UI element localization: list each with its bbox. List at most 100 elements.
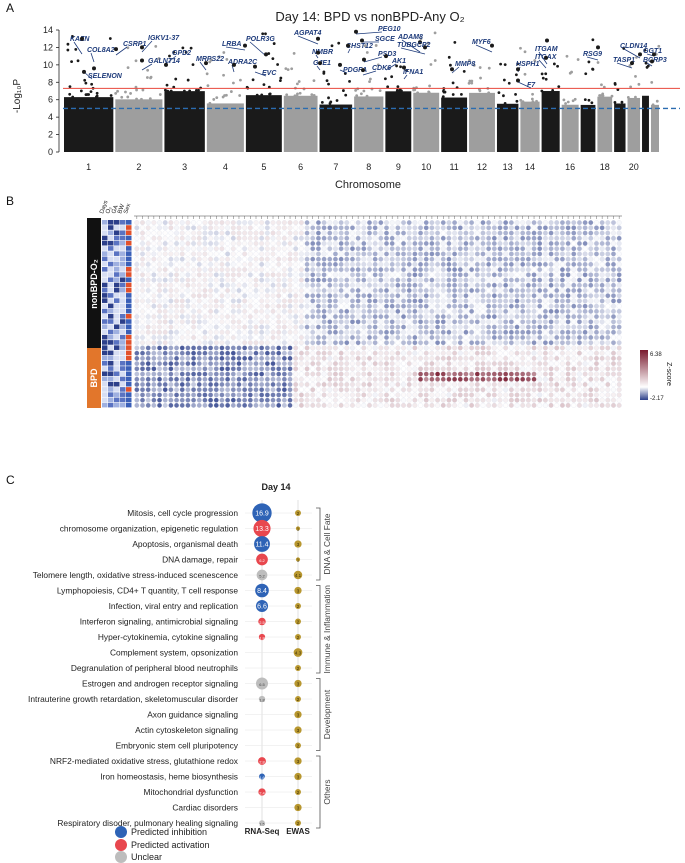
zscore-bubble <box>298 246 304 252</box>
zscore-bubble <box>185 340 191 346</box>
zscore-bubble <box>611 261 616 267</box>
snp-point <box>429 63 433 66</box>
zscore-bubble <box>548 246 554 252</box>
zscore-bubble <box>145 225 151 231</box>
zscore-bubble <box>435 355 441 361</box>
metadata-cell <box>126 298 132 303</box>
zscore-bubble <box>497 225 503 231</box>
snp-point <box>295 94 299 98</box>
zscore-bubble <box>259 282 265 288</box>
zscore-bubble <box>548 230 554 236</box>
zscore-bubble <box>440 335 446 340</box>
zscore-bubble <box>469 298 475 304</box>
zscore-bubble <box>162 335 168 340</box>
panel-c-tag: C <box>6 473 15 487</box>
zscore-bubble <box>412 397 418 403</box>
zscore-bubble <box>350 371 355 377</box>
zscore-bubble <box>350 308 355 314</box>
zscore-bubble <box>594 335 599 340</box>
zscore-bubble <box>372 350 378 356</box>
zscore-bubble <box>457 298 463 304</box>
zscore-bubble <box>191 402 197 408</box>
zscore-bubble <box>378 345 384 351</box>
zscore-bubble <box>548 241 554 246</box>
zscore-bubble <box>446 397 452 403</box>
legend-swatch-unclear <box>115 851 127 863</box>
zscore-bubble <box>446 235 452 241</box>
zscore-bubble <box>151 256 157 262</box>
zscore-bubble <box>412 324 418 330</box>
zscore-bubble <box>225 298 231 304</box>
zscore-bubble <box>168 329 174 335</box>
zscore-bubble <box>230 314 236 320</box>
zscore-bubble <box>219 376 225 382</box>
zscore-bubble <box>264 350 270 356</box>
snp-point <box>89 90 93 94</box>
snp-point <box>541 76 545 80</box>
zscore-bubble <box>554 241 560 246</box>
zscore-bubble <box>276 282 282 288</box>
zscore-bubble <box>401 303 406 309</box>
zscore-bubble <box>440 246 446 252</box>
zscore-bubble <box>474 225 480 231</box>
zscore-bubble <box>440 230 446 236</box>
ewas-value: 2 <box>297 635 300 640</box>
zscore-bubble <box>310 272 316 278</box>
zscore-bubble <box>565 387 571 393</box>
zscore-bubble <box>264 251 270 257</box>
zscore-bubble <box>605 267 611 273</box>
top-snp-point <box>544 55 548 60</box>
zscore-bubble <box>389 298 395 304</box>
zscore-bubble <box>418 282 424 288</box>
zscore-bubble <box>259 366 265 372</box>
zscore-bubble <box>474 382 480 387</box>
zscore-bubble <box>162 319 168 325</box>
zscore-bubble <box>582 361 588 367</box>
zscore-bubble <box>384 371 389 377</box>
zscore-bubble <box>542 282 548 288</box>
zscore-bubble <box>491 387 497 393</box>
zscore-bubble <box>298 277 304 283</box>
zscore-bubble <box>576 298 582 304</box>
zscore-bubble <box>401 282 406 288</box>
metadata-cell <box>126 402 132 408</box>
zscore-bubble <box>452 225 458 231</box>
zscore-bubble <box>208 402 214 408</box>
zscore-bubble <box>270 376 276 382</box>
zscore-bubble <box>508 402 514 408</box>
zscore-bubble <box>457 282 463 288</box>
zscore-bubble <box>174 230 180 236</box>
zscore-bubble <box>389 382 395 387</box>
zscore-bubble <box>151 350 157 356</box>
gene-pointer <box>538 51 548 65</box>
zscore-bubble <box>537 272 543 278</box>
zscore-bubble <box>196 376 202 382</box>
zscore-bubble <box>554 246 560 252</box>
zscore-bubble <box>145 335 151 340</box>
zscore-bubble <box>196 371 202 377</box>
zscore-bubble <box>389 361 395 367</box>
zscore-bubble <box>616 350 622 356</box>
zscore-bubble <box>185 376 191 382</box>
zscore-bubble <box>616 371 622 377</box>
zscore-bubble <box>338 277 344 283</box>
gene-label: SELENON <box>88 73 123 80</box>
zscore-bubble <box>247 288 253 293</box>
zscore-bubble <box>508 308 514 314</box>
zscore-bubble <box>321 329 327 335</box>
zscore-bubble <box>469 261 475 267</box>
zscore-bubble <box>213 277 219 283</box>
zscore-bubble <box>491 350 497 356</box>
zscore-bubble <box>486 272 492 278</box>
zscore-bubble <box>361 277 367 283</box>
zscore-bubble <box>429 303 435 309</box>
snp-point <box>264 32 267 36</box>
zscore-bubble <box>576 277 582 283</box>
group-bracket <box>316 585 321 674</box>
zscore-bubble <box>264 366 270 372</box>
zscore-bubble <box>213 272 219 278</box>
zscore-bubble <box>588 308 594 314</box>
zscore-bubble <box>372 267 378 273</box>
zscore-bubble <box>474 256 480 262</box>
zscore-bubble <box>253 288 259 293</box>
